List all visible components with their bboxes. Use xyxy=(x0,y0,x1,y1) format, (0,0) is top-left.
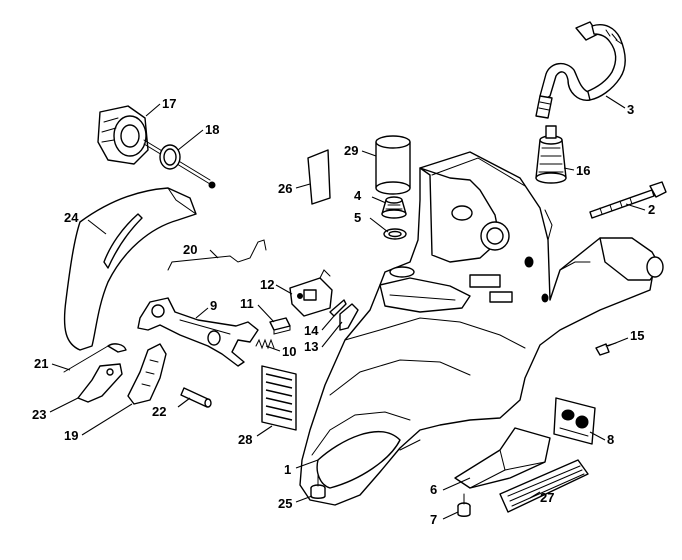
callout-7: 7 xyxy=(430,512,437,527)
part-11-block xyxy=(269,317,291,335)
callout-10: 10 xyxy=(282,344,296,359)
part-24-handle-cover xyxy=(63,187,197,351)
part-6-bottom-cover xyxy=(454,427,551,489)
callout-24: 24 xyxy=(64,210,79,225)
callout-29: 29 xyxy=(344,143,358,158)
callout-labels: 1 2 3 4 5 6 7 8 9 10 11 12 13 14 15 16 1… xyxy=(32,96,655,527)
callout-12: 12 xyxy=(260,277,274,292)
part-28-pad xyxy=(261,365,297,431)
part-26-plate xyxy=(307,149,331,205)
part-27-grip-strip xyxy=(499,459,589,513)
part-16-fuel-filter xyxy=(535,125,567,184)
part-17-assembly xyxy=(97,105,216,189)
callout-18: 18 xyxy=(205,122,219,137)
part-12-switch xyxy=(289,269,333,317)
callout-21: 21 xyxy=(34,356,48,371)
part-23-lever xyxy=(77,363,123,403)
callout-13: 13 xyxy=(304,339,318,354)
callout-9: 9 xyxy=(210,298,217,313)
callout-20: 20 xyxy=(183,242,197,257)
part-5-o-ring xyxy=(383,228,407,240)
part-13-bracket xyxy=(339,303,359,331)
callout-23: 23 xyxy=(32,407,46,422)
part-1-housing xyxy=(299,151,664,506)
callout-22: 22 xyxy=(152,404,166,419)
part-2-screw xyxy=(589,181,667,219)
callout-2: 2 xyxy=(648,202,655,217)
callout-28: 28 xyxy=(238,432,252,447)
callout-6: 6 xyxy=(430,482,437,497)
callout-25: 25 xyxy=(278,496,292,511)
callout-16: 16 xyxy=(576,163,590,178)
part-9-throttle-lever xyxy=(137,297,259,367)
callout-5: 5 xyxy=(354,210,361,225)
leader-lines xyxy=(49,95,646,520)
part-19-trigger xyxy=(127,343,167,405)
part-7-screw xyxy=(457,493,471,517)
part-14-clip xyxy=(329,299,347,317)
callout-26: 26 xyxy=(278,181,292,196)
part-29-air-filter xyxy=(375,135,411,195)
part-15-screw xyxy=(595,342,617,356)
callout-3: 3 xyxy=(627,102,634,117)
callout-27: 27 xyxy=(540,490,554,505)
part-3-fuel-hose xyxy=(535,21,626,119)
callout-14: 14 xyxy=(304,323,319,338)
callout-15: 15 xyxy=(630,328,644,343)
callout-19: 19 xyxy=(64,428,78,443)
callout-1: 1 xyxy=(284,462,291,477)
part-18-ring xyxy=(159,144,181,170)
part-21-pin xyxy=(63,343,127,373)
part-20-rod xyxy=(167,239,267,271)
part-8-label xyxy=(553,397,596,445)
part-22-roll-pin xyxy=(180,387,212,408)
callout-4: 4 xyxy=(354,188,362,203)
part-10-spring xyxy=(255,338,275,350)
part-25-screw xyxy=(310,473,326,499)
callout-8: 8 xyxy=(607,432,614,447)
callout-11: 11 xyxy=(240,296,254,311)
callout-17: 17 xyxy=(162,96,176,111)
part-4-grommet xyxy=(381,196,407,219)
